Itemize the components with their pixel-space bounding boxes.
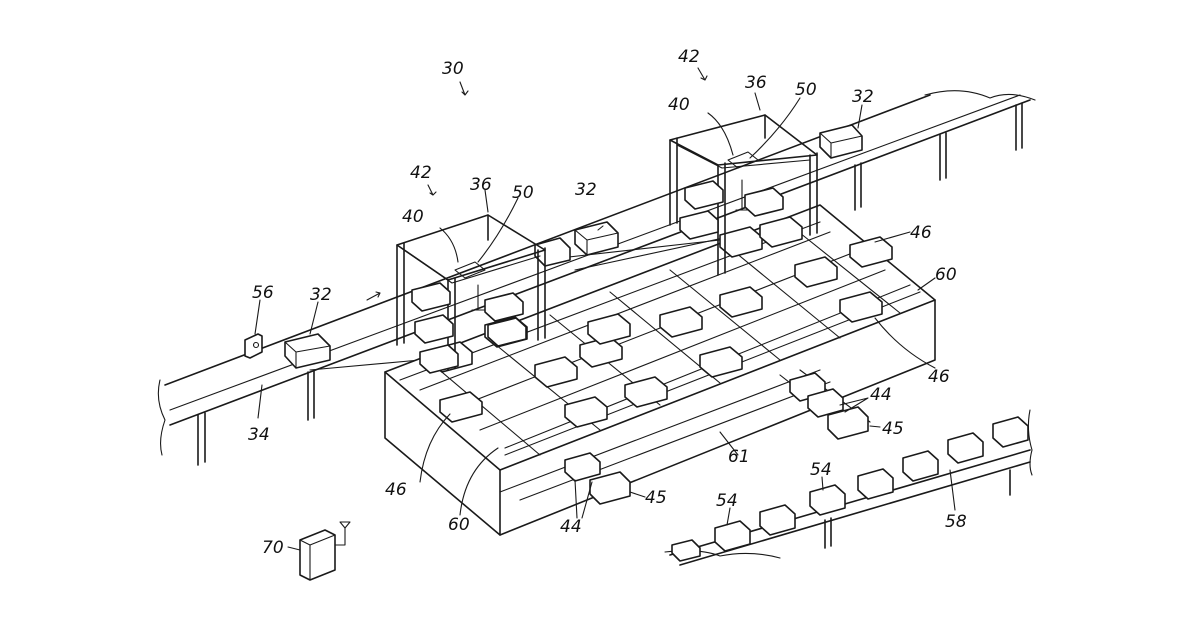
label-tote-far: 32 [852, 87, 874, 107]
label-arm-left: 40 [402, 207, 424, 227]
label-order-containers-right: 46 [928, 367, 950, 387]
label-tote-mid: 32 [575, 180, 597, 200]
tote-input [285, 334, 330, 368]
label-gantry-right: 36 [745, 73, 767, 93]
label-scanner: 56 [252, 283, 274, 303]
label-camera-right: 50 [795, 80, 817, 100]
label-shipping-box-a: 54 [716, 491, 738, 511]
controller-70 [300, 522, 350, 580]
label-station-right: 42 [678, 47, 700, 67]
label-station-left: 42 [410, 163, 432, 183]
label-camera-left: 50 [512, 183, 534, 203]
tote-far [820, 125, 862, 158]
label-shelf-track: 61 [728, 447, 750, 467]
label-outbound-slot-back: 45 [882, 419, 904, 439]
scanner-56 [245, 334, 262, 358]
label-order-containers-back: 46 [910, 223, 932, 243]
label-order-containers-front: 46 [385, 480, 407, 500]
label-conveyor: 34 [248, 425, 270, 445]
label-gantry-left: 36 [470, 175, 492, 195]
label-rack-back: 60 [935, 265, 957, 285]
label-rack-front: 60 [448, 515, 470, 535]
label-system: 30 [442, 59, 464, 79]
label-outbound-slot-front: 45 [645, 488, 667, 508]
label-outbound-conveyor: 58 [945, 512, 967, 532]
label-tote-input: 32 [310, 285, 332, 305]
label-shipping-box-b: 54 [810, 460, 832, 480]
label-outbound-boxes-front: 44 [560, 517, 582, 537]
label-controller: 70 [262, 538, 284, 558]
label-outbound-boxes-back: 44 [870, 385, 892, 405]
label-arm-right: 40 [668, 95, 690, 115]
